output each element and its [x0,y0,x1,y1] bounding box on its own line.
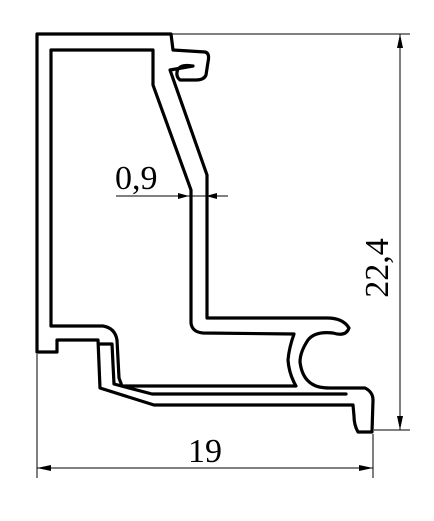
width-label: 19 [188,433,222,470]
thickness-dimension: 0,9 [115,160,228,199]
thickness-label: 0,9 [115,160,158,197]
profile-section [35,32,375,434]
profile-outer-contour [35,32,375,434]
width-arrow-right [359,465,373,471]
thickness-arrow-right [206,193,217,199]
height-label: 22,4 [359,238,396,298]
profile-lower-rib [98,342,348,396]
thickness-arrow-left [178,193,189,199]
height-dimension: 22,4 [172,33,410,431]
height-arrow-top [397,34,403,48]
profile-inner-cavity [49,48,298,388]
width-arrow-left [37,465,51,471]
width-dimension: 19 [36,354,374,478]
height-arrow-bottom [397,416,403,430]
